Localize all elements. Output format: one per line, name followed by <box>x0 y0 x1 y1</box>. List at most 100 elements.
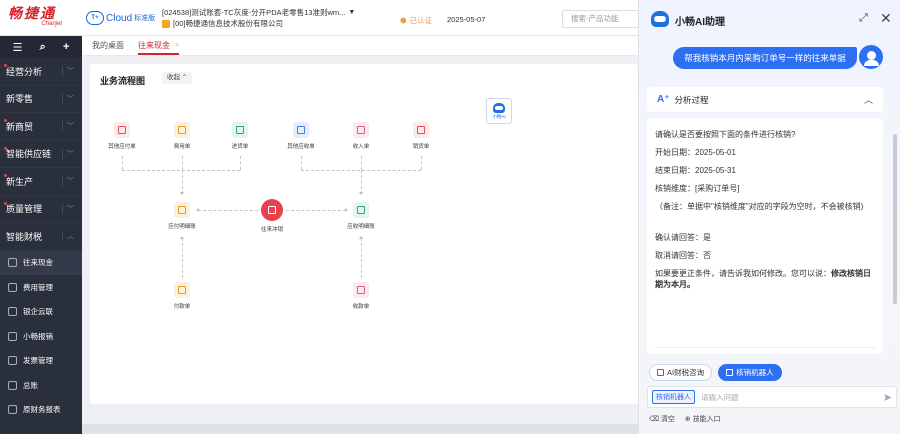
flow-node-settlement[interactable]: 往来冲销 <box>250 199 294 233</box>
sidebar-sub-label: 费用管理 <box>23 282 53 292</box>
arrow-down-icon <box>358 192 363 195</box>
flow-connector <box>286 210 346 211</box>
clear-button[interactable]: ⌫ 清空 <box>649 414 675 424</box>
tab-cash-flow[interactable]: 往来现金 × <box>138 40 180 55</box>
flow-connector <box>122 170 240 171</box>
flow-node-label: 往来冲销 <box>260 227 283 233</box>
sidebar-item-finance-tax[interactable]: 智能财税︿ <box>0 223 82 251</box>
sidebar-item-label: 质量管理 <box>6 204 43 215</box>
add-icon[interactable]: + <box>62 41 70 53</box>
certified-status[interactable]: ⬢ 已认证 <box>400 15 432 26</box>
horizontal-scrollbar[interactable] <box>82 424 638 434</box>
arrow-up-icon <box>179 236 184 239</box>
flow-node-purchase-in[interactable]: 进货单 <box>218 122 262 150</box>
sidebar-item-new-retail[interactable]: 新零售﹀ <box>0 86 82 113</box>
sidebar-sub-cash-flow[interactable]: 往来现金 <box>0 250 82 275</box>
flow-connector <box>421 156 422 170</box>
account-selector[interactable]: [024538]测试账套-TC灰度-分开PDA老零售13准则wm... ▼ [0… <box>162 7 355 29</box>
hint-prefix: 如果要更正条件，请告诉我如何修改。您可以说： <box>655 269 831 278</box>
flow-node-receivable-detail[interactable]: 应收明细账 <box>339 202 383 230</box>
flow-node-expense[interactable]: 费用单 <box>160 122 204 150</box>
sidebar-item-new-trade[interactable]: 新商贸﹀ <box>0 113 82 141</box>
flow-connector <box>198 210 258 211</box>
vertical-scrollbar[interactable] <box>893 134 897 304</box>
flow-node-income[interactable]: 收入单 <box>339 122 383 150</box>
chevron-down-icon: ▼ <box>348 9 356 16</box>
chevron-down-icon: ﹀ <box>62 66 74 77</box>
tab-label: 往来现金 <box>138 41 170 50</box>
flow-connector <box>182 156 183 170</box>
logo-en-text: Chanjet <box>41 21 62 27</box>
skill-entry-button[interactable]: ⊕ 技能入口 <box>685 414 721 424</box>
flow-node-payable-detail[interactable]: 应付明细账 <box>160 202 204 230</box>
company-icon <box>162 19 170 28</box>
arrow-down-icon <box>179 192 184 195</box>
sidebar-sub-label: 银企云联 <box>23 307 53 317</box>
sidebar-item-label: 经营分析 <box>6 66 43 77</box>
user-avatar-icon <box>859 45 883 69</box>
collapse-button[interactable]: 收起 ⌃ <box>162 72 193 84</box>
logo-cn-text: 畅捷通 <box>8 5 56 21</box>
send-icon[interactable]: ➤ <box>882 391 892 404</box>
sidebar-item-production[interactable]: 新生产﹀ <box>0 168 82 196</box>
broom-icon: ⌫ <box>649 416 659 423</box>
sidebar-sub-reimburse[interactable]: 小畅报销 <box>0 324 82 349</box>
flow-connector <box>240 156 241 170</box>
robot-label: 小畅AI <box>492 113 506 119</box>
ai-panel-title: 小畅AI助理 <box>675 17 725 28</box>
chevron-down-icon: ﹀ <box>62 121 74 132</box>
sidebar-item-business-analysis[interactable]: 经营分析 ﹀ <box>0 58 82 86</box>
input-mode-tag[interactable]: 核销机器人 <box>652 390 695 404</box>
flow-node-receipt[interactable]: 收款单 <box>339 282 383 310</box>
grid-icon <box>8 307 17 317</box>
expand-icon[interactable]: ⤢ <box>859 12 868 24</box>
business-flow-card: 业务流程图 收起 ⌃ 小畅AI 其他应付单 费用单 进货单 其他应收单 <box>90 64 638 404</box>
chip-ai-tax-consult[interactable]: AI财税咨询 <box>649 364 713 381</box>
close-icon[interactable]: ✕ <box>880 10 892 26</box>
sidebar-sub-ledger[interactable]: 总账 <box>0 373 82 398</box>
flow-node-sales[interactable]: 销货单 <box>399 122 443 150</box>
flow-node-label: 收入单 <box>352 144 370 150</box>
flow-node-payment[interactable]: 付款单 <box>160 282 204 310</box>
chanjet-logo[interactable]: 畅捷通 Chanjet <box>8 6 74 30</box>
flow-node-label: 进货单 <box>231 144 249 150</box>
ai-panel-header: 小畅AI助理 ⤢ ✕ <box>639 0 900 38</box>
analysis-toggle[interactable]: A⁺ 分析过程 ︿ <box>647 87 883 112</box>
sidebar-sub-label: 发票管理 <box>23 356 53 366</box>
ai-robot-button[interactable]: 小畅AI <box>486 98 512 124</box>
close-icon[interactable]: × <box>175 42 180 49</box>
wallet-icon <box>174 122 190 138</box>
page-tabs: 我的桌面 往来现金 × <box>82 36 638 56</box>
cart-icon <box>413 122 429 138</box>
sidebar-sub-bank[interactable]: 银企云联 <box>0 300 82 325</box>
response-hint: 如果要更正条件，请告诉我如何修改。您可以说：修改核销日期为本月。 <box>655 268 875 290</box>
flow-node-other-receivable[interactable]: 其他应收单 <box>279 122 323 150</box>
menu-icon[interactable]: ☰ <box>12 41 23 54</box>
sidebar-sub-expense[interactable]: 费用管理 <box>0 275 82 300</box>
sidebar-item-quality[interactable]: 质量管理﹀ <box>0 196 82 223</box>
flow-node-other-payable[interactable]: 其他应付单 <box>100 122 144 150</box>
search-icon[interactable]: ⌕ <box>39 40 46 53</box>
chip-icon <box>726 369 734 376</box>
flow-node-label: 收款单 <box>352 304 370 310</box>
new-dot <box>4 201 7 205</box>
flow-node-label: 应付明细账 <box>168 224 196 230</box>
search-input[interactable]: 搜索-产品功能 <box>562 10 638 28</box>
new-dot <box>4 64 7 67</box>
company-name: [00]畅捷通信息技术股份有限公司 <box>173 19 284 28</box>
top-header: 畅捷通 Chanjet T+ Cloud 标准版 [024538]测试账套-TC… <box>0 0 638 36</box>
arrow-right-icon <box>345 207 348 212</box>
tab-my-desktop[interactable]: 我的桌面 <box>92 41 124 50</box>
ai-question-input[interactable] <box>701 392 877 402</box>
new-dot <box>4 146 7 150</box>
flow-node-label: 费用单 <box>173 144 191 150</box>
response-confirm: 确认请回答：是 <box>655 233 711 242</box>
clear-label: 清空 <box>660 416 675 423</box>
exchange-icon <box>8 258 17 268</box>
sidebar-sub-reports[interactable]: 原财务报表 <box>0 398 82 423</box>
sidebar-item-supply-chain[interactable]: 智能供应链﹀ <box>0 141 82 168</box>
assistant-response: 请确认是否要按照下面的条件进行核销? 开始日期：2025-05-01 结束日期：… <box>647 118 883 354</box>
chevron-down-icon: ﹀ <box>62 93 74 104</box>
sidebar-sub-invoice[interactable]: 发票管理 <box>0 349 82 374</box>
chip-settlement-robot[interactable]: 核销机器人 <box>718 364 782 381</box>
